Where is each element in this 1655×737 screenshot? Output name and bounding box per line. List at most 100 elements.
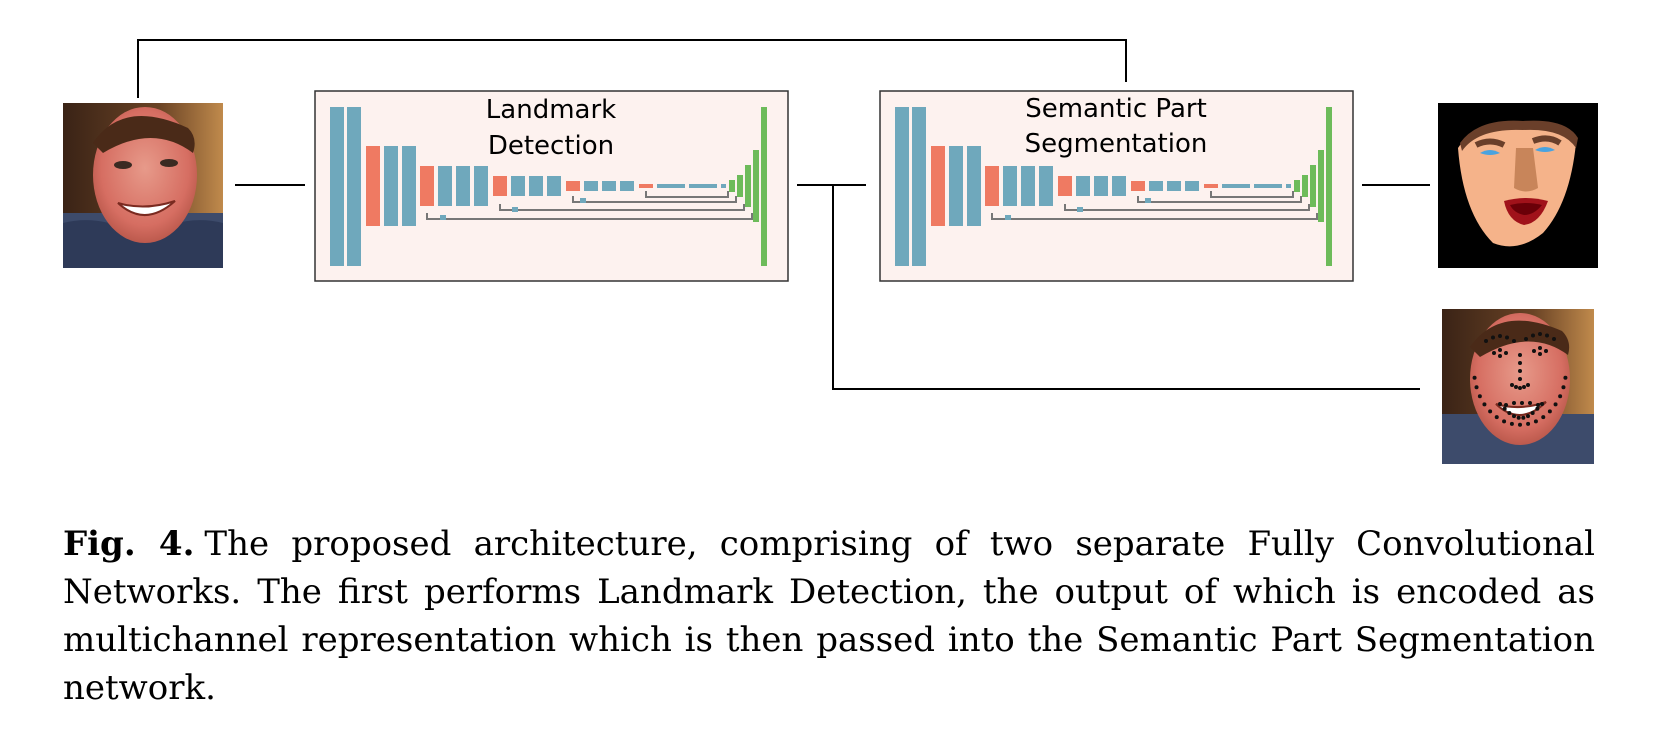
layer-upsample-25 (753, 150, 759, 222)
layer-conv-8 (456, 166, 470, 206)
caption-label: Fig. 4. (63, 524, 195, 564)
skip-marker-3 (580, 198, 586, 203)
layer-conv-4 (384, 146, 398, 226)
landmark-point-58 (1528, 401, 1532, 405)
layer-conv-1 (895, 107, 909, 266)
layer-conv-15 (1149, 181, 1163, 191)
skip-connection-3 (1137, 196, 1302, 203)
layer-pool-18 (1204, 184, 1218, 188)
layer-pool-10 (493, 176, 507, 196)
landmark-point-8 (1509, 421, 1514, 426)
landmark-point-37 (1518, 361, 1522, 365)
landmark-point-38 (1518, 369, 1522, 373)
connector-lines (137, 39, 1430, 390)
skip-connection-4 (645, 191, 729, 198)
landmark-point-51 (1526, 414, 1530, 419)
layer-conv-1 (330, 107, 344, 266)
landmark-point-30 (1504, 351, 1508, 355)
layer-upsample-23 (737, 175, 743, 197)
layer-pool-6 (420, 166, 434, 206)
skip-marker-3 (1145, 198, 1151, 203)
landmark-point-35 (1538, 352, 1542, 356)
landmark-point-48 (1512, 414, 1516, 419)
layer-upsample-22 (1294, 180, 1300, 192)
landmark-point-26 (1512, 339, 1516, 343)
landmark-point-49 (1516, 415, 1521, 420)
layer-conv-5 (967, 146, 981, 226)
layer-conv-20 (1254, 184, 1282, 188)
layer-conv-2 (912, 107, 926, 266)
layer-conv-15 (584, 181, 598, 191)
layer-pool-3 (931, 146, 945, 226)
segmentation-block: Semantic Part Segmentation (879, 90, 1354, 282)
layer-conv-7 (438, 166, 452, 206)
landmark-point-33 (1538, 346, 1542, 350)
skip-marker-2 (512, 207, 518, 212)
layer-pool-14 (566, 181, 580, 191)
layer-conv-11 (1076, 176, 1090, 196)
landmark-output-line (832, 185, 1420, 390)
landmark-point-24 (1505, 335, 1509, 340)
landmark-point-54 (1540, 402, 1544, 406)
landmark-block-title-line-1: Landmark (486, 95, 616, 125)
landmark-face-output (1442, 309, 1594, 464)
landmark-point-36 (1518, 353, 1522, 357)
layer-conv-4 (949, 146, 963, 226)
landmark-point-13 (1547, 409, 1552, 414)
skip-connection-1 (991, 213, 1318, 220)
layer-conv-16 (1167, 181, 1181, 191)
layer-pool-10 (1058, 176, 1072, 196)
layer-conv-2 (347, 107, 361, 266)
skip-marker-1 (1005, 215, 1011, 220)
landmark-point-3 (1477, 394, 1482, 399)
caption-text: The proposed architecture, comprising of… (63, 524, 1595, 708)
layer-conv-11 (511, 176, 525, 196)
landmark-point-41 (1514, 385, 1518, 389)
layer-upsample-26 (761, 107, 767, 266)
layer-conv-12 (529, 176, 543, 196)
layer-upsample-25 (1318, 150, 1324, 222)
layer-conv-8 (1021, 166, 1035, 206)
landmark-point-18 (1484, 339, 1488, 343)
segmentation-block-title-line-2: Segmentation (1025, 129, 1208, 159)
landmark-point-6 (1494, 415, 1499, 420)
landmark-point-28 (1492, 351, 1496, 355)
landmark-point-31 (1498, 354, 1502, 358)
landmark-point-45 (1498, 402, 1502, 406)
layer-upsample-26 (1326, 107, 1332, 266)
landmark-point-34 (1544, 349, 1548, 353)
landmark-points (1472, 332, 1568, 427)
skip-connection-2 (499, 204, 745, 211)
landmark-point-27 (1552, 337, 1556, 341)
figure-caption: Fig. 4.The proposed architecture, compri… (63, 520, 1595, 712)
input-face-photo (63, 103, 223, 268)
segmentation-network-layers (895, 107, 1332, 266)
layer-conv-13 (1112, 176, 1126, 196)
landmark-point-17 (1563, 375, 1568, 380)
layer-upsample-22 (729, 180, 735, 192)
landmark-point-9 (1518, 422, 1522, 427)
landmark-point-43 (1522, 385, 1526, 389)
layer-conv-19 (657, 184, 685, 188)
landmark-point-56 (1512, 401, 1516, 405)
layer-upsample-24 (745, 165, 751, 207)
landmark-point-42 (1518, 386, 1522, 390)
landmark-point-7 (1502, 419, 1507, 424)
layer-upsample-23 (1302, 175, 1308, 197)
landmark-point-50 (1521, 415, 1526, 420)
layer-conv-12 (1094, 176, 1108, 196)
landmark-point-29 (1498, 348, 1502, 352)
landmark-point-20 (1491, 335, 1495, 340)
landmark-point-12 (1541, 415, 1546, 420)
landmark-point-16 (1561, 385, 1566, 390)
layer-pool-18 (639, 184, 653, 188)
layer-pool-3 (366, 146, 380, 226)
layer-conv-19 (1222, 184, 1250, 188)
landmark-point-32 (1532, 349, 1536, 353)
landmark-point-46 (1502, 406, 1507, 411)
layer-pool-14 (1131, 181, 1145, 191)
landmark-point-4 (1482, 402, 1487, 407)
landmark-point-1 (1472, 375, 1477, 380)
landmark-point-52 (1530, 410, 1535, 415)
skip-connection-line (137, 39, 1127, 98)
